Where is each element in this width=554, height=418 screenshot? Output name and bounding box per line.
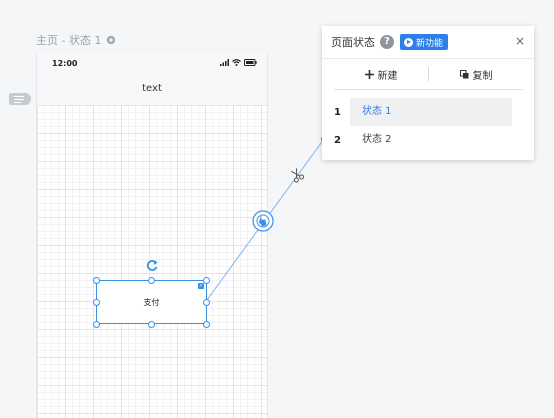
panel-title: 页面状态 bbox=[331, 36, 375, 49]
state-number: 1 bbox=[334, 106, 341, 118]
state-item-2[interactable]: 2 状态 2 bbox=[322, 126, 534, 154]
page-title: 主页 - 状态 1 bbox=[36, 32, 116, 48]
status-time: 12:00 bbox=[52, 59, 78, 68]
new-state-label: 新建 bbox=[377, 70, 398, 82]
state-item-1[interactable]: 1 状态 1 bbox=[322, 98, 534, 126]
nav-title: text bbox=[142, 83, 162, 94]
panel-header: 页面状态 ? 新功能 × bbox=[322, 26, 534, 59]
panel-toolbar: 新建 复制 bbox=[334, 59, 523, 90]
page-title-text: 主页 - 状态 1 bbox=[36, 34, 102, 47]
copy-state-label: 复制 bbox=[472, 70, 493, 82]
rotate-icon bbox=[146, 260, 158, 271]
pay-button-label: 支付 bbox=[143, 297, 160, 307]
page-states-panel: 页面状态 ? 新功能 × 新建 复制 1 状态 1 2 状态 2 bbox=[322, 26, 534, 160]
scissors-icon bbox=[291, 168, 305, 183]
plus-icon bbox=[364, 69, 374, 79]
interaction-icon bbox=[252, 210, 274, 232]
resize-handle-left[interactable] bbox=[93, 299, 100, 306]
toolbar-divider bbox=[428, 67, 429, 81]
close-icon[interactable]: × bbox=[514, 34, 525, 48]
new-feature-label: 新功能 bbox=[416, 38, 444, 49]
notes-tag-icon[interactable] bbox=[9, 93, 31, 105]
signal-icon bbox=[220, 59, 229, 66]
copy-icon bbox=[459, 69, 468, 78]
resize-handle-top-right[interactable] bbox=[203, 277, 210, 284]
resize-handle-top-left[interactable] bbox=[93, 277, 100, 284]
status-system-icons bbox=[220, 59, 257, 66]
resize-handle-top[interactable] bbox=[148, 277, 155, 284]
canvas-grid[interactable] bbox=[37, 105, 267, 418]
resize-handle-bottom[interactable] bbox=[148, 321, 155, 328]
status-bar: 12:00 bbox=[37, 53, 267, 75]
resize-handle-right[interactable] bbox=[203, 299, 210, 306]
help-icon[interactable]: ? bbox=[380, 35, 394, 49]
link-badge-icon: ⚡ bbox=[198, 283, 204, 289]
state-number: 2 bbox=[334, 134, 341, 146]
new-feature-button[interactable]: 新功能 bbox=[400, 34, 449, 50]
new-state-button[interactable]: 新建 bbox=[334, 67, 428, 82]
battery-icon bbox=[244, 59, 257, 66]
nav-bar: text bbox=[37, 75, 267, 105]
resize-handle-bottom-left[interactable] bbox=[93, 321, 100, 328]
play-icon bbox=[404, 37, 413, 47]
state-label: 状态 2 bbox=[362, 134, 392, 145]
wifi-icon bbox=[232, 59, 241, 66]
state-label: 状态 1 bbox=[350, 98, 512, 126]
pay-button-widget[interactable]: 支付 ⚡ bbox=[96, 280, 207, 324]
phone-canvas[interactable]: 12:00 text bbox=[36, 53, 268, 418]
gear-icon[interactable] bbox=[106, 35, 116, 45]
copy-state-button[interactable]: 复制 bbox=[429, 67, 523, 82]
resize-handle-bottom-right[interactable] bbox=[203, 321, 210, 328]
